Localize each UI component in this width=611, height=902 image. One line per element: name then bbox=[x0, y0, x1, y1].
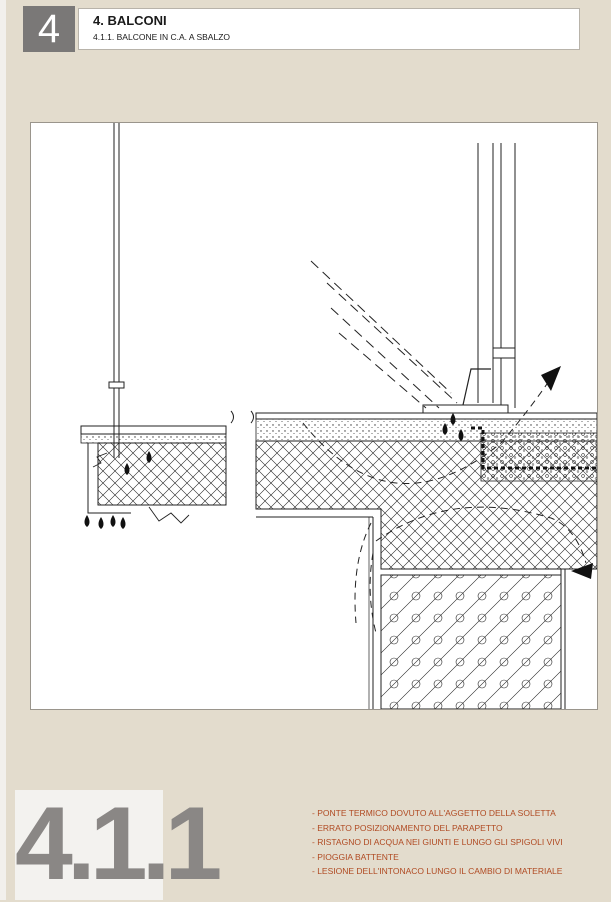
airflow-arrow-icon bbox=[302, 377, 587, 634]
masonry-wall bbox=[380, 569, 566, 709]
balcony-cross-section-drawing bbox=[30, 122, 598, 710]
waterproofing-line bbox=[471, 426, 597, 470]
left-slab bbox=[80, 425, 227, 524]
arrow-head-right bbox=[571, 563, 593, 579]
main-slab bbox=[255, 412, 597, 709]
cause-item: ERRATO POSIZIONAMENTO DEL PARAPETTO bbox=[312, 821, 607, 836]
cause-item: PONTE TERMICO DOVUTO ALL'AGGETTO DELLA S… bbox=[312, 806, 607, 821]
left-railing bbox=[108, 123, 125, 458]
arrow-head-up bbox=[541, 366, 561, 391]
page-edge bbox=[0, 0, 6, 900]
driving-rain-lines bbox=[310, 260, 458, 409]
cause-item: LESIONE DELL'INTONACO LUNGO IL CAMBIO DI… bbox=[312, 864, 607, 879]
cause-item: RISTAGNO DI ACQUA NEI GIUNTI E LUNGO GLI… bbox=[312, 835, 607, 850]
causes-list: PONTE TERMICO DOVUTO ALL'AGGETTO DELLA S… bbox=[312, 806, 607, 879]
chapter-number: 4 bbox=[23, 6, 75, 52]
water-drop-icon bbox=[84, 413, 464, 529]
window-frame bbox=[422, 143, 516, 414]
page-subtitle: 4.1.1. BALCONE IN C.A. A SBALZO bbox=[93, 32, 231, 42]
section-code: 4.1.1 bbox=[15, 786, 222, 902]
header-box: 4. BALCONI 4.1.1. BALCONE IN C.A. A SBAL… bbox=[78, 8, 580, 50]
cause-item: PIOGGIA BATTENTE bbox=[312, 850, 607, 865]
page-title: 4. BALCONI bbox=[93, 13, 167, 28]
section-break-lines bbox=[230, 410, 254, 424]
